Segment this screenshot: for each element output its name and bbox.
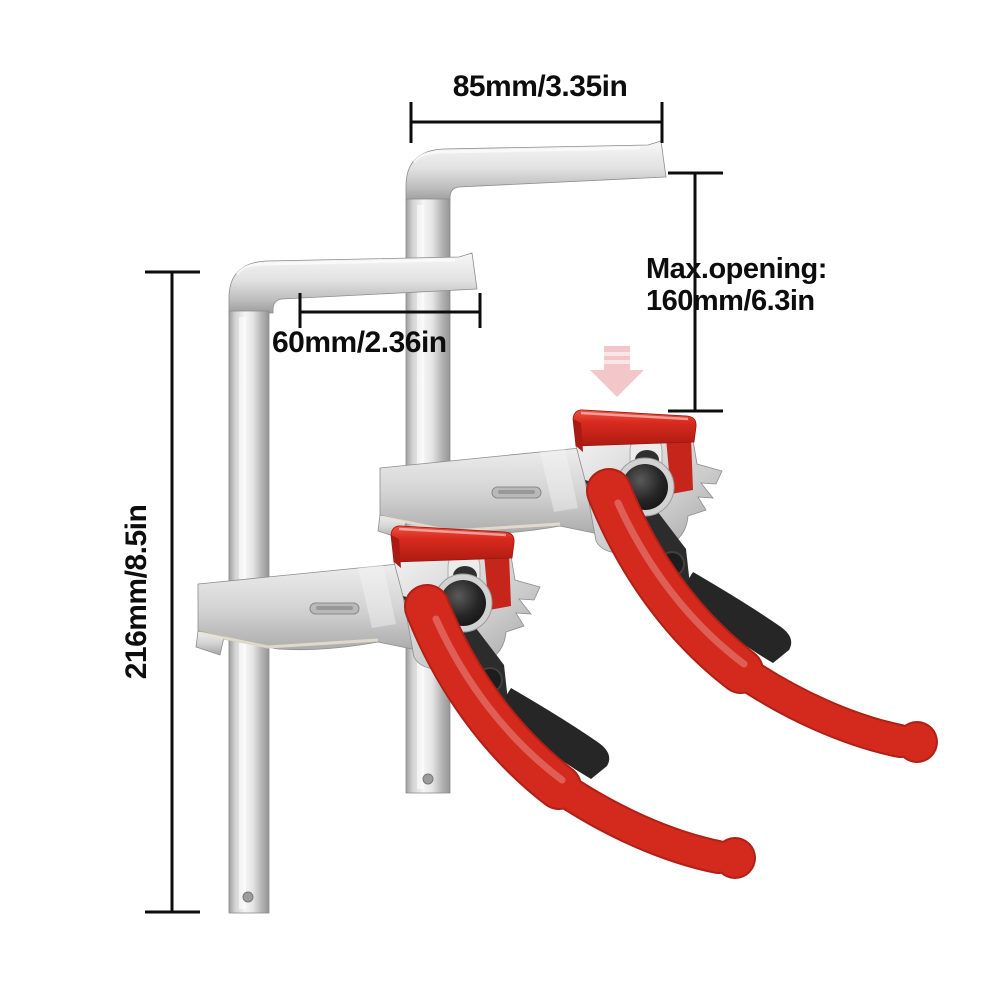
label-top-width: 85mm/3.35in [452,70,628,103]
label-jaw-depth: 60mm/2.36in [272,326,447,359]
label-max-opening: Max.opening: 160mm/6.3in [646,253,827,317]
rail-hole [242,891,254,903]
label-max-opening-title: Max.opening: [646,253,827,285]
label-max-opening-value: 160mm/6.3in [646,285,815,317]
dim-jaw-depth [298,293,482,328]
rail-hole [422,773,434,785]
clamp-front [196,252,756,914]
label-rail-length: 216mm/8.5in [120,504,153,680]
dimension-lines [145,102,723,914]
clamp-back [378,140,938,794]
dim-top-width [409,102,664,143]
dim-rail-length [145,270,200,914]
dim-max-opening [668,171,723,413]
down-arrow-icon [590,346,644,397]
